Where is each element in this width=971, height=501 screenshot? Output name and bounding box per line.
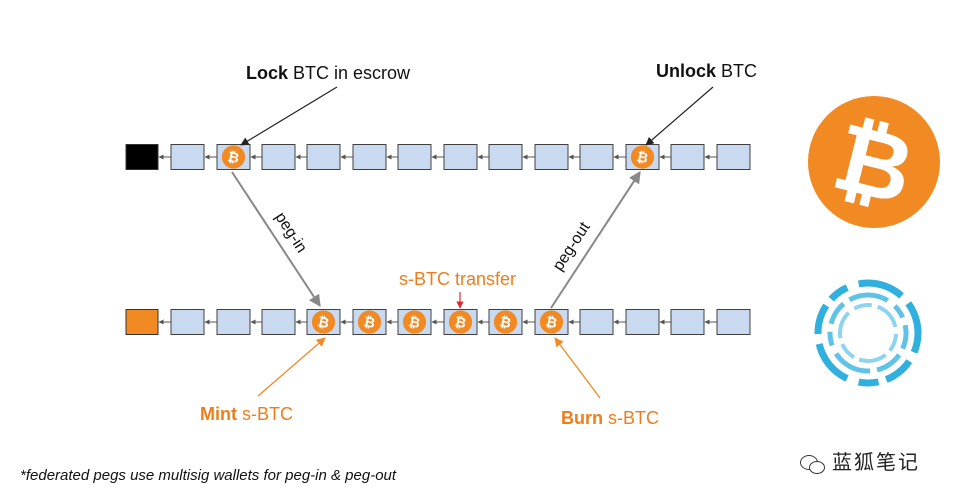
mint-label: Mint s-BTC [200,404,293,425]
bitcoin-coin-icon [493,310,518,334]
main-chain-block [579,144,614,170]
transfer-label: s-BTC transfer [399,269,517,289]
side-chain-block [625,309,660,335]
bitcoin-main-chain [125,144,751,170]
side-chain-genesis-block [125,309,159,335]
side-chain-block [579,309,614,335]
mint-pointer-arrow [257,337,326,397]
unlock-label: Unlock BTC [656,61,757,82]
unlock-label-rest: BTC [716,61,758,81]
bitcoin-coin-icon [630,145,655,169]
main-chain-block [306,144,341,170]
mint-label-bold: Mint [200,404,237,424]
side-chain-block [670,309,705,335]
bitcoin-coin-icon [539,310,564,334]
lock-label-bold: Lock [246,63,289,83]
main-chain-block [170,144,205,170]
main-chain-genesis-block [125,144,159,170]
lock-label: Lock BTC in escrow [246,63,410,84]
lock-pointer-arrow [240,86,338,146]
peg-out-arrow [550,170,641,309]
bitcoin-coin-icon [221,145,246,169]
burn-label: Burn s-BTC [561,408,659,429]
burn-pointer-arrow [554,337,601,399]
main-chain-block [488,144,523,170]
bitcoin-coin-icon [448,310,473,334]
unlock-pointer-arrow [645,86,714,146]
peg-in-arrow [231,171,321,308]
sidechain [125,309,751,335]
mint-label-rest: s-BTC [236,404,293,424]
bitcoin-coin-icon [357,310,382,334]
main-chain-block [261,144,296,170]
main-chain-block [716,144,751,170]
watermark-text: 蓝狐笔记 [832,452,920,474]
side-chain-block [261,309,296,335]
wechat-icon [800,453,826,475]
footnote: *federated pegs use multisig wallets for… [20,467,397,484]
watermark: 蓝狐笔记 [800,446,920,475]
unlock-label-bold: Unlock [656,61,717,81]
side-chain-block [216,309,251,335]
sidechain-dashed-rings-icon [814,279,922,387]
main-chain-block [534,144,569,170]
main-chain-block [352,144,387,170]
lock-label-rest: BTC in escrow [288,63,411,83]
burn-label-bold: Burn [561,408,603,428]
side-chain-block [170,309,205,335]
bitcoin-logo-icon: ₿ [808,96,940,228]
burn-label-rest: s-BTC [603,408,659,428]
main-chain-block [397,144,432,170]
side-chain-block [716,309,751,335]
main-chain-block [670,144,705,170]
bitcoin-coin-icon [402,310,427,334]
bitcoin-coin-icon [311,310,336,334]
main-chain-block [443,144,478,170]
